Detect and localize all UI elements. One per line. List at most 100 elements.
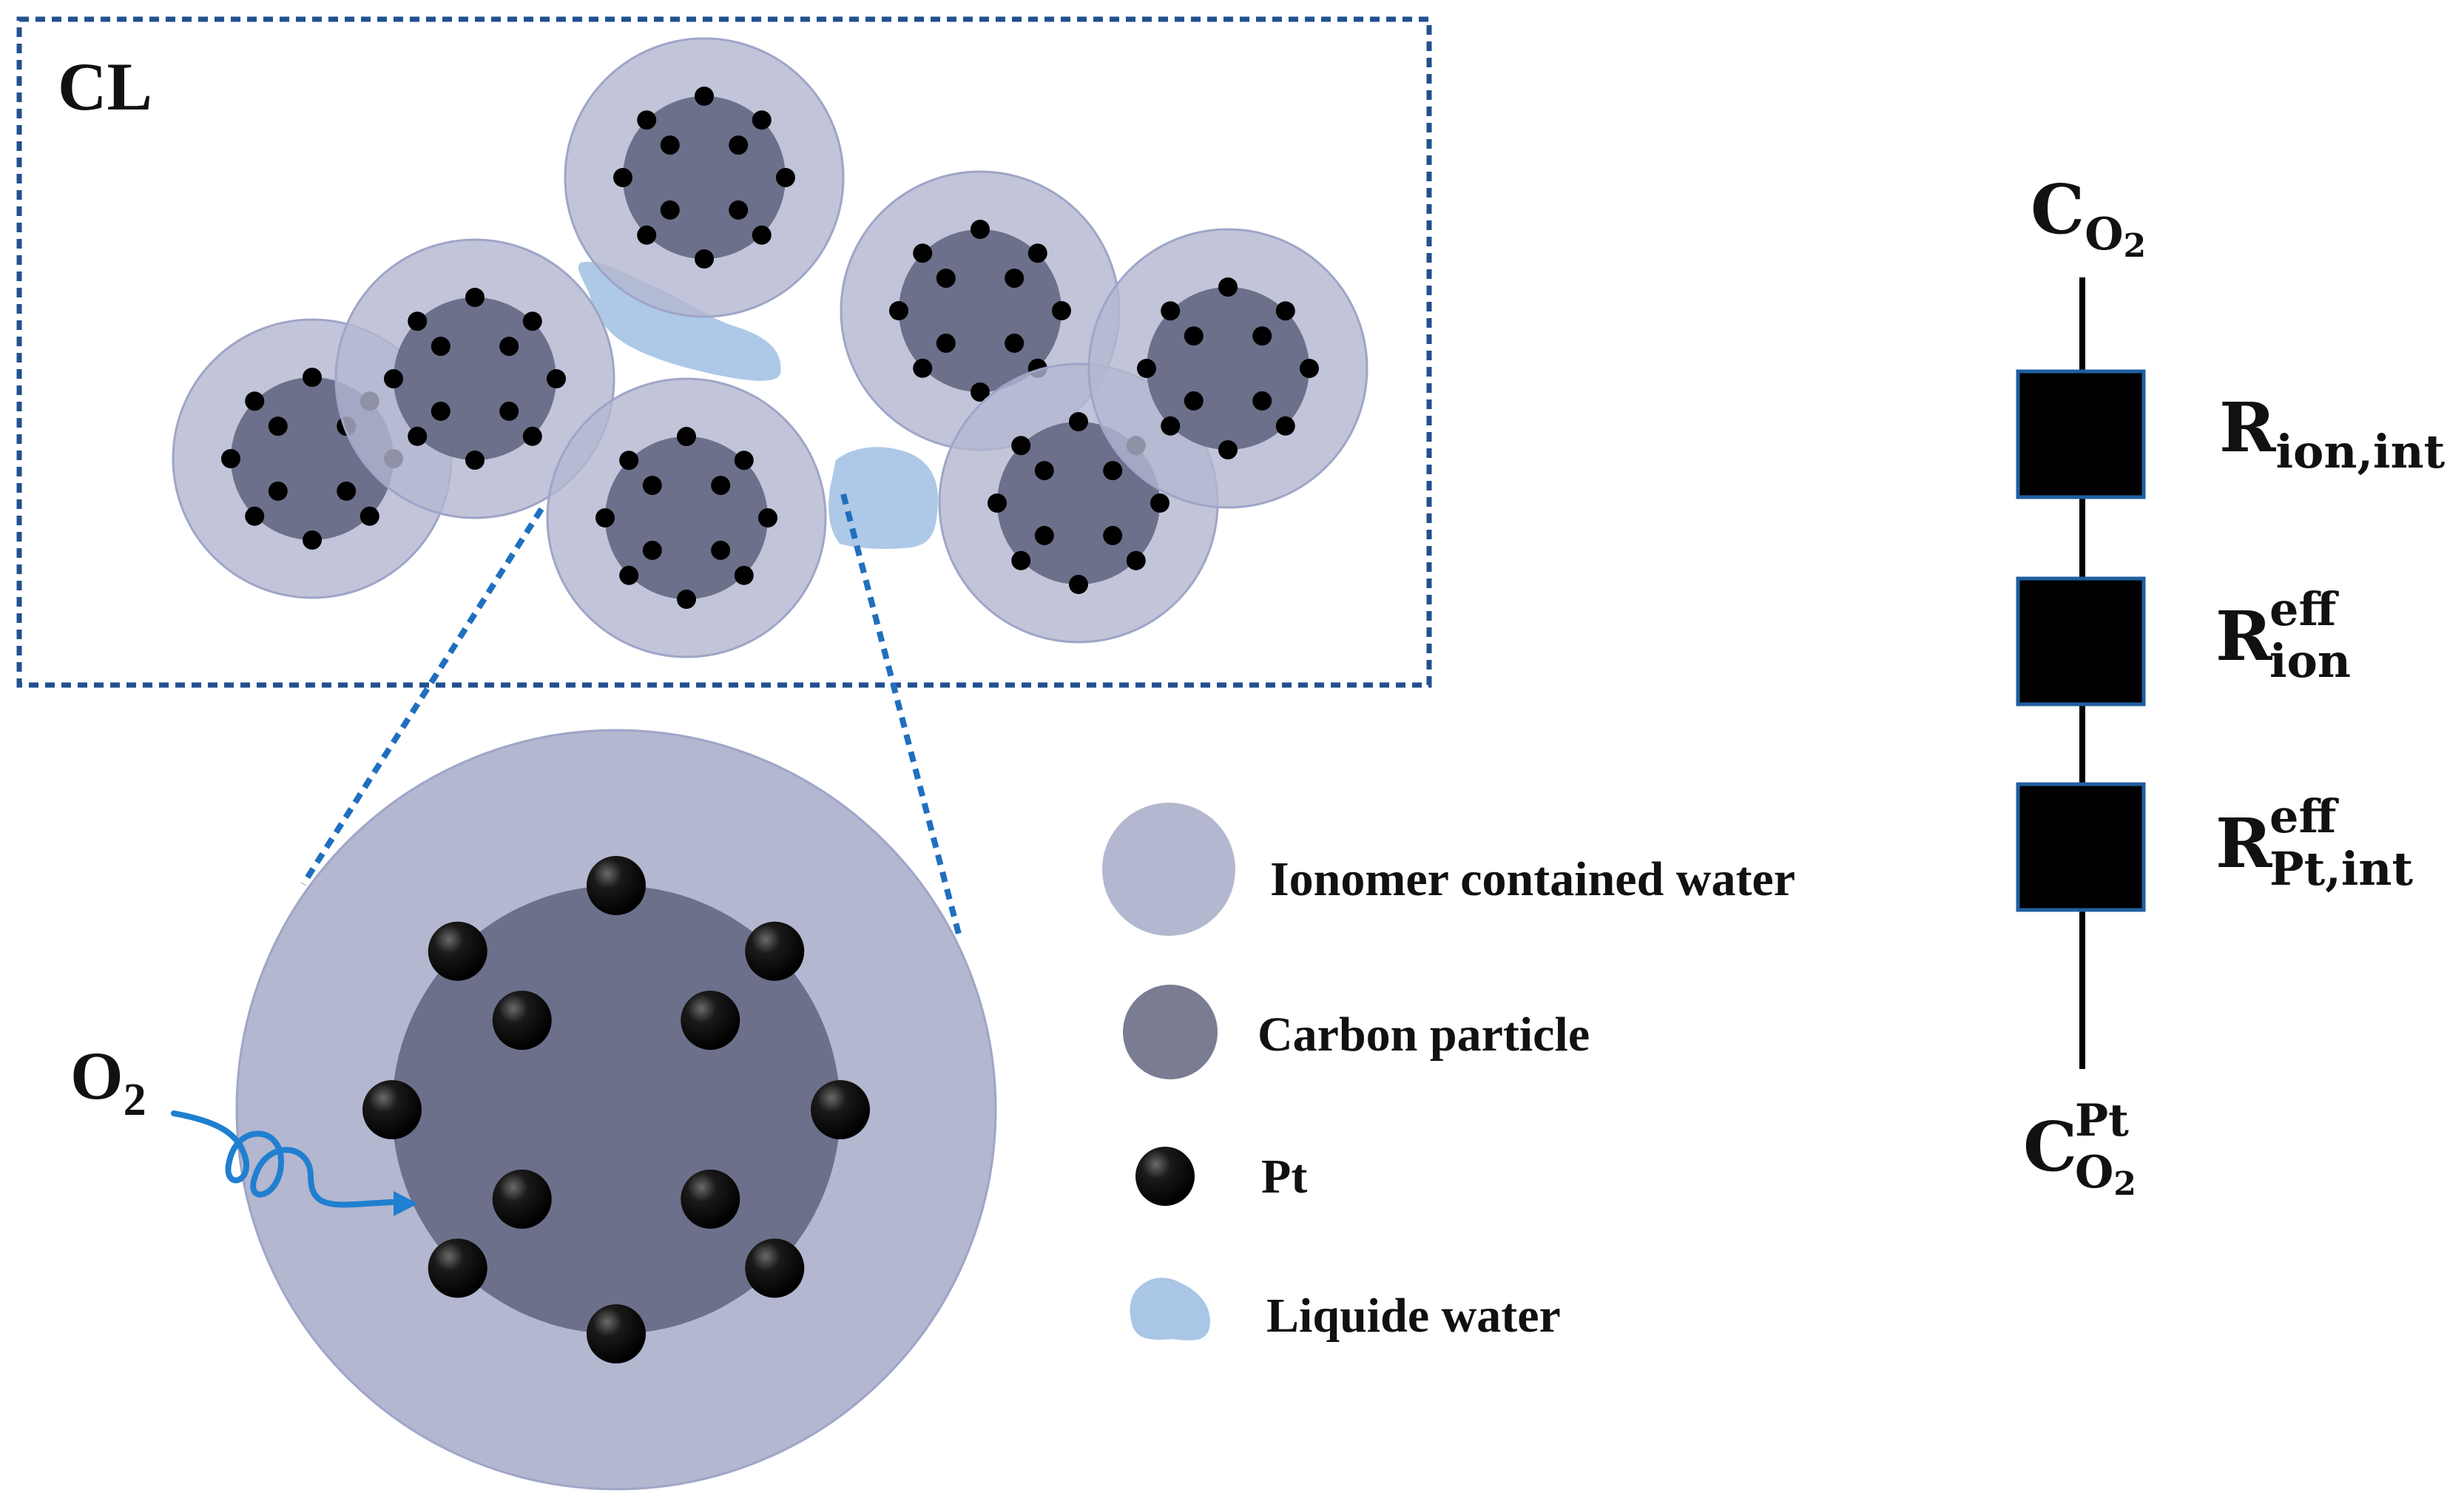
pt-nanoparticle [677,590,696,609]
pt-nanoparticle [971,382,990,402]
pt-nanoparticle [221,449,240,468]
carbon-core [623,96,786,259]
carbon-core [997,422,1160,584]
agglomerate [564,37,845,318]
pt-nanoparticle [408,311,428,331]
pt-nanoparticle [729,200,749,220]
resistor-pt-int-eff [2016,782,2146,912]
agglomerate [235,729,997,1491]
pt-nanoparticle [758,508,777,527]
pt-nanoparticle [1034,525,1054,545]
legend-label-water: Liquide water [1266,1289,1561,1343]
pt-sphere-icon [1135,1147,1195,1206]
pt-nanoparticle [1034,461,1054,481]
pt-nanoparticle [695,87,714,106]
pt-nanoparticle [492,991,552,1051]
agglomerate [334,238,615,519]
pt-nanoparticle [362,1080,422,1139]
water-droplet-icon [1130,1278,1210,1341]
catalyst-layer-particles [172,37,1368,658]
pt-nanoparticle [1184,326,1204,346]
pt-nanoparticle [360,506,379,526]
pt-nanoparticle [913,243,933,263]
pt-nanoparticle [936,269,956,289]
pt-nanoparticle [1005,269,1025,289]
pt-nanoparticle [619,451,639,471]
pt-nanoparticle [384,369,403,388]
resistor-label-pt-int-sub: Pt,int [2269,842,2413,896]
pt-nanoparticle [1137,359,1156,378]
pt-nanoparticle [734,565,754,585]
pt-nanoparticle [1069,412,1088,431]
resistor-label-ion-eff: R [2215,596,2272,676]
pt-nanoparticle [637,110,657,130]
pt-nanoparticle [752,110,772,130]
carbon-core [605,436,768,599]
pt-nanoparticle [1275,416,1295,436]
pt-nanoparticle [695,249,714,269]
pt-nanoparticle [711,476,731,496]
pt-nanoparticle [268,417,288,436]
pt-nanoparticle [499,401,519,421]
pt-nanoparticle [642,540,662,560]
pt-nanoparticle [1300,359,1319,378]
legend: Ionomer contained water Carbon particle … [1102,803,1795,1343]
liquid-water-blob [828,447,939,550]
zoom-guide-left [300,507,544,886]
pt-nanoparticle [642,476,662,496]
pt-nanoparticle [660,135,680,155]
o2-inlet-label: O2 [70,1038,146,1125]
pt-nanoparticle [681,991,740,1051]
o2-arrowhead [394,1191,418,1216]
pt-nanoparticle [1027,243,1047,263]
pt-nanoparticle [1161,301,1181,321]
pt-nanoparticle [711,540,731,560]
pt-nanoparticle [595,508,615,527]
pt-nanoparticle [408,426,428,446]
pt-nanoparticle [1218,277,1238,297]
ionomer-circle-icon [1102,803,1235,936]
pt-nanoparticle [522,426,542,446]
cl-frame [16,16,1432,688]
pt-nanoparticle [245,506,265,526]
pt-nanoparticle [1252,326,1272,346]
carbon-circle-icon [1123,985,1218,1079]
pt-nanoparticle [971,220,990,239]
bottom-concentration-sub: O2 [2075,1147,2136,1203]
resistor-label-pt-int: R [2215,803,2272,883]
pt-nanoparticle [889,301,908,320]
legend-label-pt: Pt [1261,1150,1307,1204]
pt-nanoparticle [1150,493,1169,513]
enlarged-agglomerate [235,729,997,1491]
pt-nanoparticle [1218,440,1238,459]
cl-label: CL [58,49,152,124]
pt-nanoparticle [729,135,749,155]
top-concentration-label: CO2 [2031,169,2146,265]
pt-nanoparticle [913,358,933,378]
bottom-concentration-label: C [2023,1107,2077,1187]
pt-nanoparticle [337,481,357,501]
pt-nanoparticle [465,451,485,470]
pt-nanoparticle [660,200,680,220]
pt-nanoparticle [587,856,646,915]
carbon-core [1147,287,1309,450]
pt-nanoparticle [431,401,450,421]
pt-nanoparticle [547,369,566,388]
pt-nanoparticle [587,1304,646,1363]
bottom-concentration-sup: Pt [2075,1095,2129,1147]
pt-nanoparticle [1011,436,1031,456]
resistor-ion-eff [2016,576,2146,707]
carbon-core [394,297,556,460]
pt-nanoparticle [637,225,657,245]
pt-nanoparticle [776,168,795,187]
pt-nanoparticle [745,1238,805,1298]
agglomerate [546,377,827,658]
pt-nanoparticle [677,427,696,446]
resistor-label-ion-eff-sub: ion [2269,634,2351,688]
pt-nanoparticle [303,530,322,550]
o2-diffusion-arrow [171,1110,395,1208]
pt-nanoparticle [988,493,1007,513]
resistor-ion-int [2016,369,2146,499]
pt-nanoparticle [499,337,519,357]
pt-nanoparticle [1126,550,1146,570]
